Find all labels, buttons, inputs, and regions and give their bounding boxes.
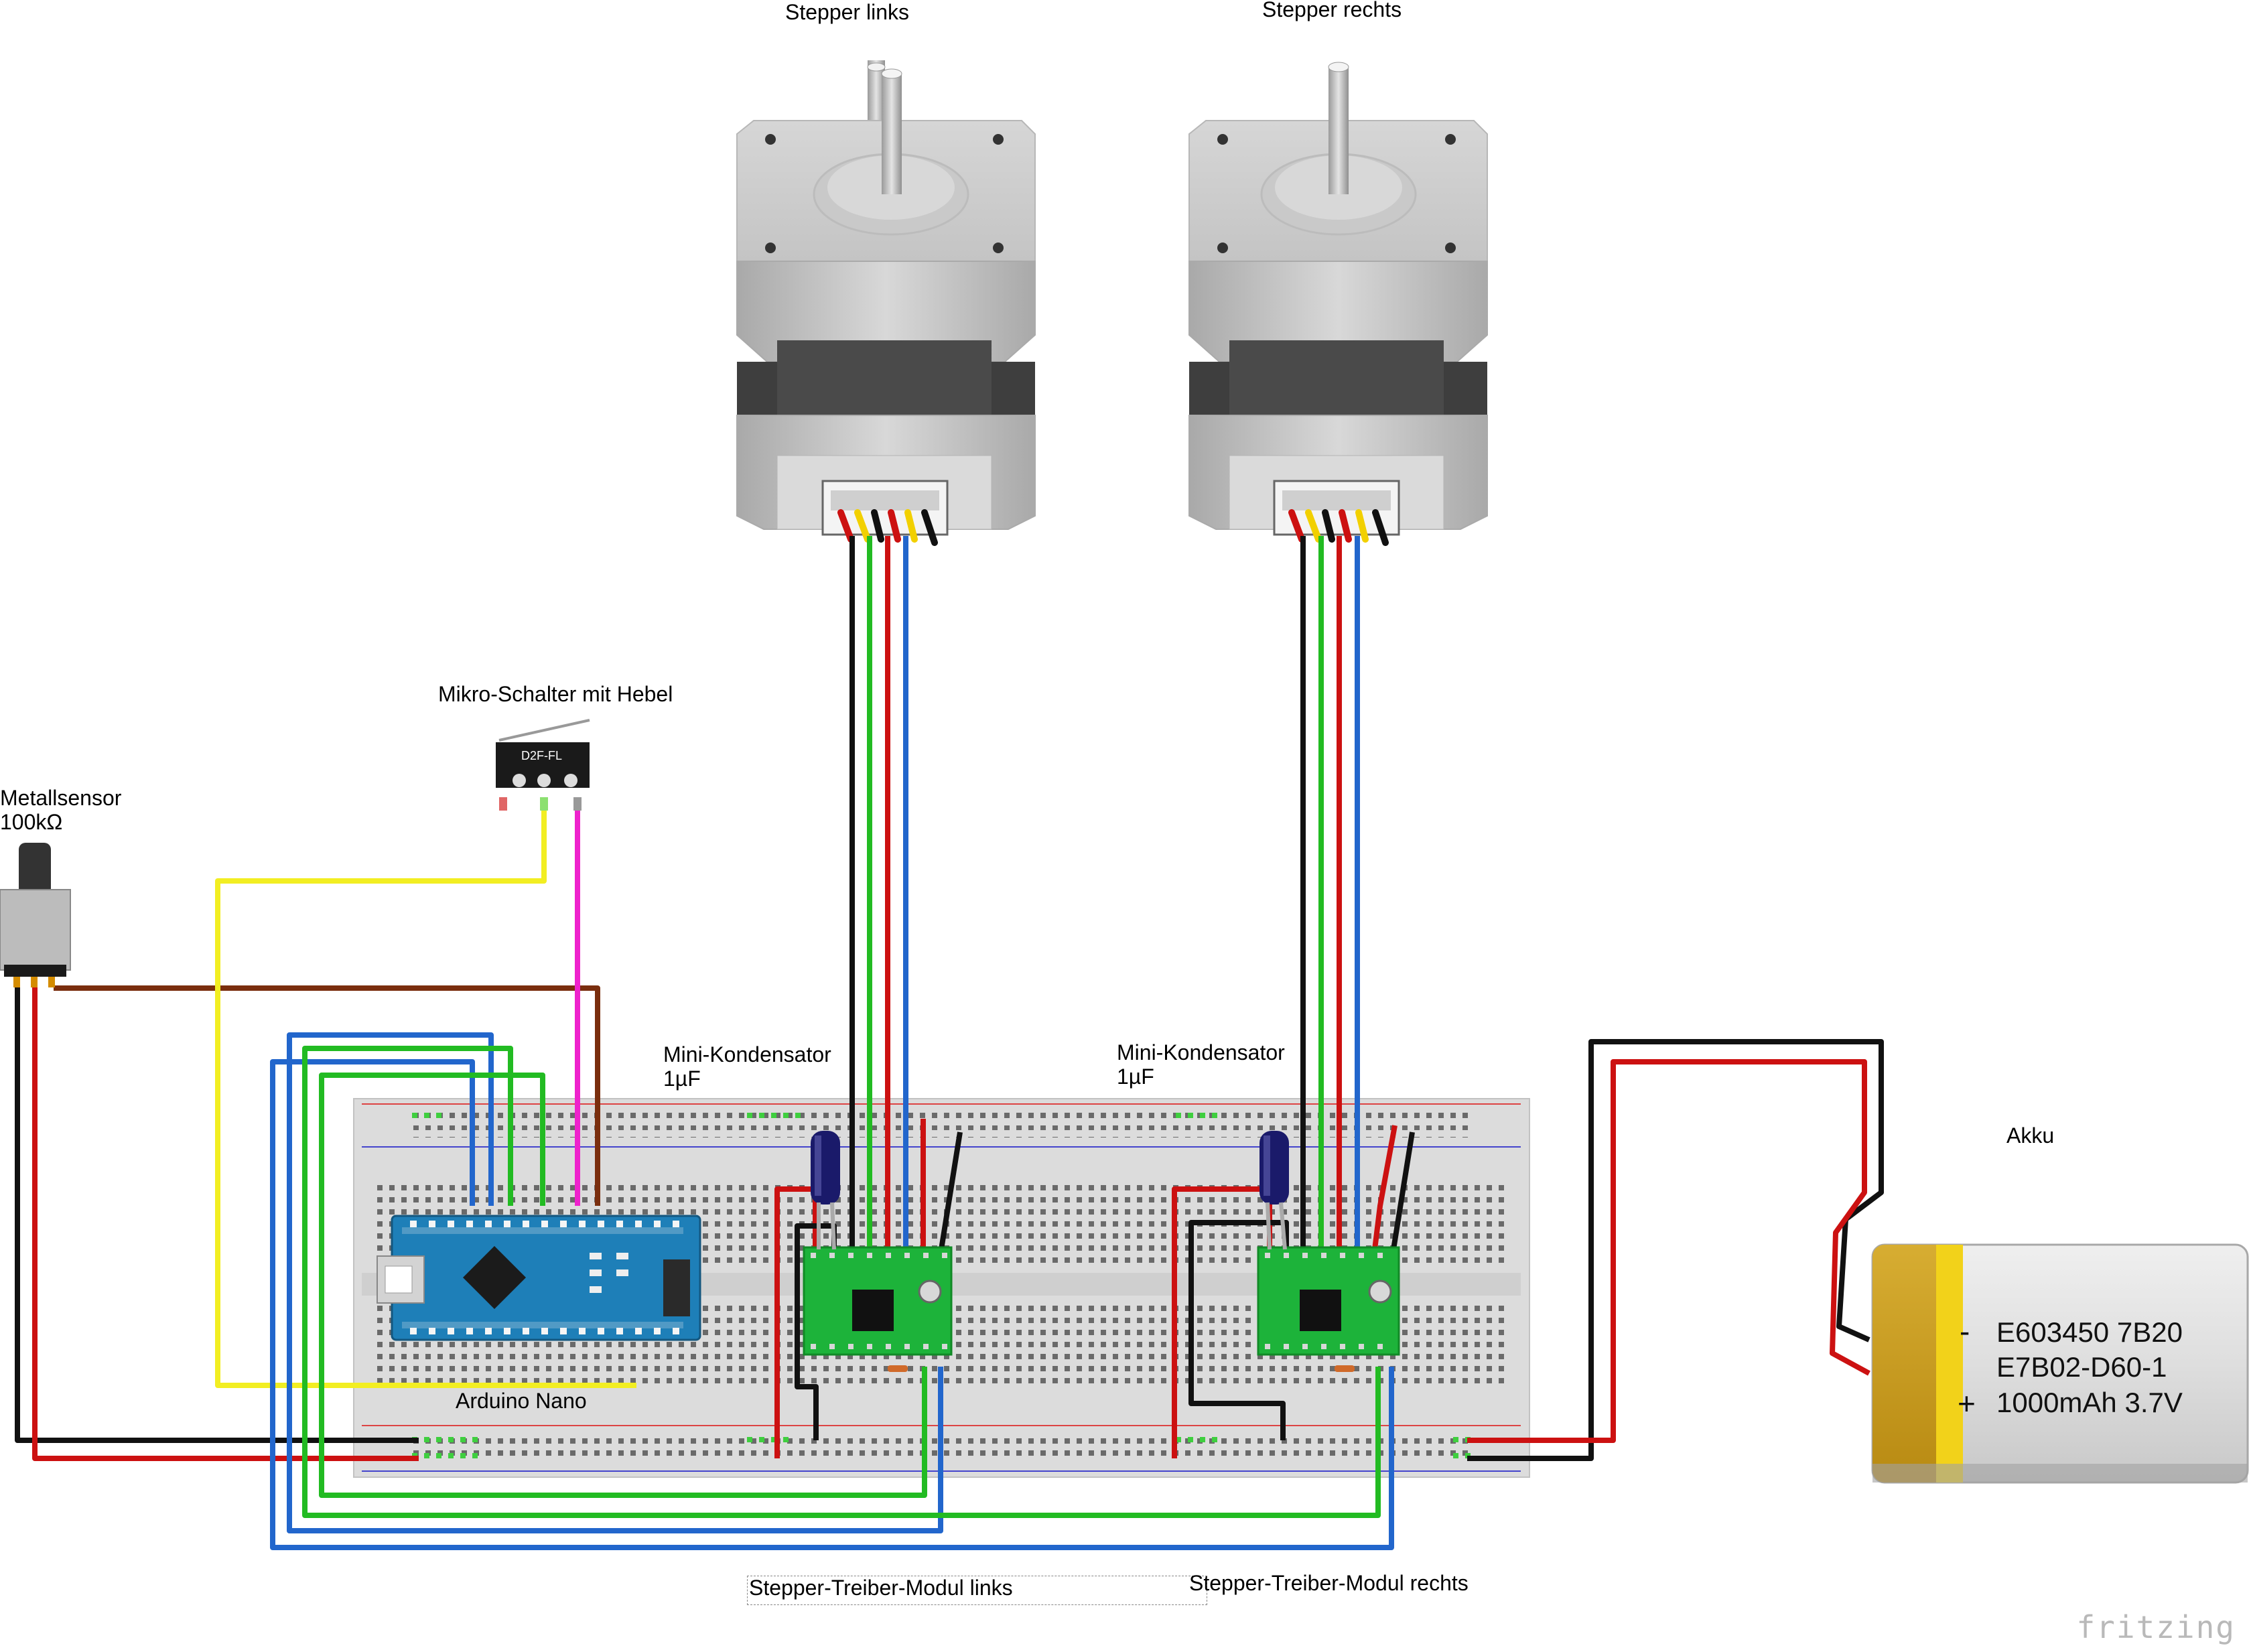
stepper-motor-right <box>1188 62 1488 546</box>
wire-battery-black <box>1467 1039 1884 1461</box>
label-driver-right: Stepper-Treiber-Modul rechts <box>1189 1571 1469 1595</box>
stepper-driver-right <box>1257 1246 1400 1372</box>
driver-left-label-box <box>747 1576 1207 1605</box>
switch-marking: D2F-FL <box>521 749 563 762</box>
label-arduino: Arduino Nano <box>456 1389 587 1413</box>
battery-print-line1: E603450 7B20 <box>1996 1316 2183 1348</box>
battery-print-line2: E7B02-D60-1 <box>1996 1351 2167 1383</box>
battery-print-line3: 1000mAh 3.7V <box>1996 1387 2183 1418</box>
label-capacitor-left: Mini-Kondensator 1µF <box>663 1042 831 1091</box>
label-microswitch: Mikro-Schalter mit Hebel <box>438 682 673 706</box>
battery-minus: - <box>1960 1314 1970 1349</box>
fritzing-watermark: fritzing <box>2076 1609 2236 1645</box>
wire-switch-yellow <box>215 807 636 1388</box>
label-battery: Akku <box>2006 1123 2055 1148</box>
wire-control-blue-1 <box>270 1059 1394 1550</box>
battery-plus: + <box>1958 1386 1976 1421</box>
label-capacitor-left-line2: 1µF <box>663 1066 701 1091</box>
label-capacitor-right-line2: 1µF <box>1117 1064 1154 1089</box>
wires <box>15 536 1884 1550</box>
wire-driver-left-red <box>774 1186 818 1458</box>
battery <box>1871 1243 2249 1484</box>
micro-switch <box>496 719 590 811</box>
capacitor-right <box>1259 1131 1289 1250</box>
label-capacitor-right-line1: Mini-Kondensator <box>1117 1040 1285 1064</box>
label-driver-left: Stepper-Treiber-Modul links <box>749 1576 1013 1600</box>
wire-control-blue-2 <box>287 1032 943 1533</box>
wire-sensor-brown <box>54 985 600 1206</box>
label-stepper-right: Stepper rechts <box>1262 0 1402 21</box>
label-metal-sensor-line1: Metallsensor <box>0 786 122 810</box>
wire-driver-right-black2 <box>1391 1131 1415 1250</box>
label-capacitor-left-line1: Mini-Kondensator <box>663 1042 831 1066</box>
wire-control-green-2 <box>319 1073 927 1498</box>
stepper-driver-left <box>803 1246 953 1372</box>
label-metal-sensor: Metallsensor 100kΩ <box>0 786 121 834</box>
capacitor-left <box>811 1131 840 1250</box>
wire-driver-right-black <box>1188 1220 1289 1440</box>
wire-driver-right-red2 <box>1372 1125 1398 1250</box>
stepper-motor-left <box>736 60 1036 546</box>
metal-sensor <box>0 843 71 987</box>
label-metal-sensor-line2: 100kΩ <box>0 810 63 834</box>
label-stepper-left: Stepper links <box>785 0 909 24</box>
wire-battery-red <box>1467 1059 1870 1443</box>
arduino-nano <box>377 1215 701 1341</box>
label-capacitor-right: Mini-Kondensator 1µF <box>1117 1040 1285 1089</box>
wire-driver-left-black2 <box>939 1131 963 1250</box>
wire-sensor-black <box>15 985 419 1443</box>
